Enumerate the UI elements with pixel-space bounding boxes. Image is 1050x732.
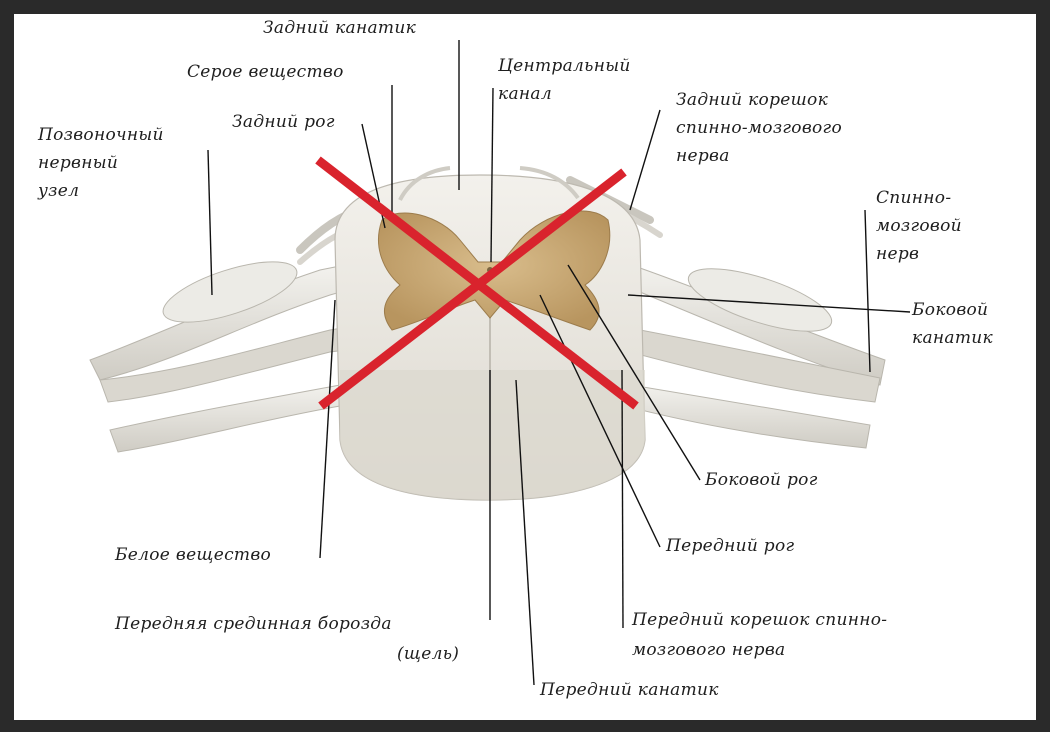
leader-anterior-root xyxy=(622,370,623,628)
label-spinal-ganglion-line1: Позвоночный xyxy=(38,125,164,146)
leader-posterior-root xyxy=(630,110,660,210)
label-lateral-funiculus-line1: Боковой xyxy=(912,300,988,321)
label-white-matter: Белое вещество xyxy=(115,545,271,566)
label-anterior-horn: Передний рог xyxy=(666,536,794,557)
leader-spinal-ganglion xyxy=(208,150,212,295)
label-anterior-fissure-line2: (щель) xyxy=(397,644,459,665)
label-posterior-root-line3: нерва xyxy=(676,146,730,167)
label-anterior-funiculus: Передний канатик xyxy=(540,680,719,701)
label-spinal-ganglion-line3: узел xyxy=(38,181,79,202)
label-spinal-nerve-line1: Спинно- xyxy=(876,188,951,209)
label-posterior-root-line1: Задний корешок xyxy=(676,90,828,111)
label-spinal-nerve-line3: нерв xyxy=(876,244,919,265)
label-spinal-ganglion-line2: нервный xyxy=(38,153,118,174)
label-central-canal-line1: Центральный xyxy=(498,56,631,77)
label-posterior-horn: Задний рог xyxy=(232,112,335,133)
label-gray-matter: Серое вещество xyxy=(187,62,344,83)
label-central-canal-line2: канал xyxy=(498,84,552,105)
label-lateral-funiculus-line2: канатик xyxy=(912,328,993,349)
label-anterior-root-line2: мозгового нерва xyxy=(632,640,785,661)
leader-spinal-nerve xyxy=(865,210,870,372)
label-posterior-root-line2: спинно-мозгового xyxy=(676,118,842,139)
label-spinal-nerve-line2: мозговой xyxy=(876,216,962,237)
label-anterior-root-line1: Передний корешок спинно- xyxy=(632,610,887,631)
label-anterior-fissure-line1: Передняя срединная борозда xyxy=(115,614,392,635)
label-posterior-funiculus: Задний канатик xyxy=(263,18,416,39)
label-lateral-horn: Боковой рог xyxy=(705,470,818,491)
